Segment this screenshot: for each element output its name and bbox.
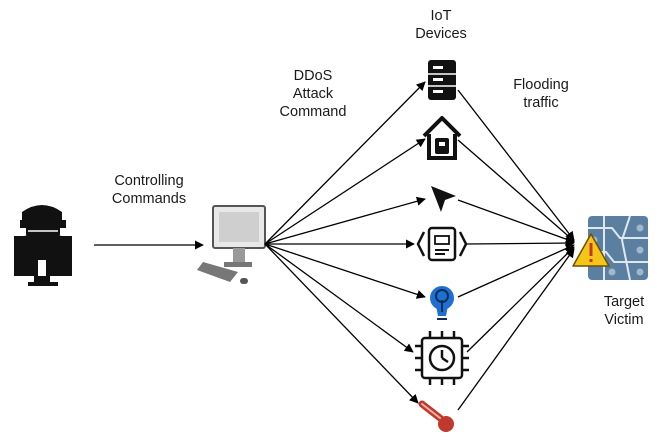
server-device-icon (428, 60, 456, 100)
sensor-module-icon (416, 226, 468, 262)
chip-clock-icon (415, 331, 469, 385)
arrow-to-cursor (264, 196, 426, 245)
cursor-device-icon (431, 186, 456, 212)
target-victim-icon (572, 215, 648, 281)
hacker-icon (14, 205, 72, 286)
computer-icon (197, 205, 266, 284)
smart-home-icon (422, 116, 462, 160)
attack-arrows (264, 81, 426, 404)
arrow-to-home (264, 138, 426, 245)
arrow-to-bulb (264, 243, 426, 299)
arrow-to-chip (264, 243, 414, 353)
smart-bulb-icon (430, 286, 454, 320)
thermometer-icon (418, 400, 454, 432)
arrow-to-server (264, 81, 426, 245)
arrow-to-thermo (264, 243, 419, 404)
flood-arrows (457, 89, 575, 411)
